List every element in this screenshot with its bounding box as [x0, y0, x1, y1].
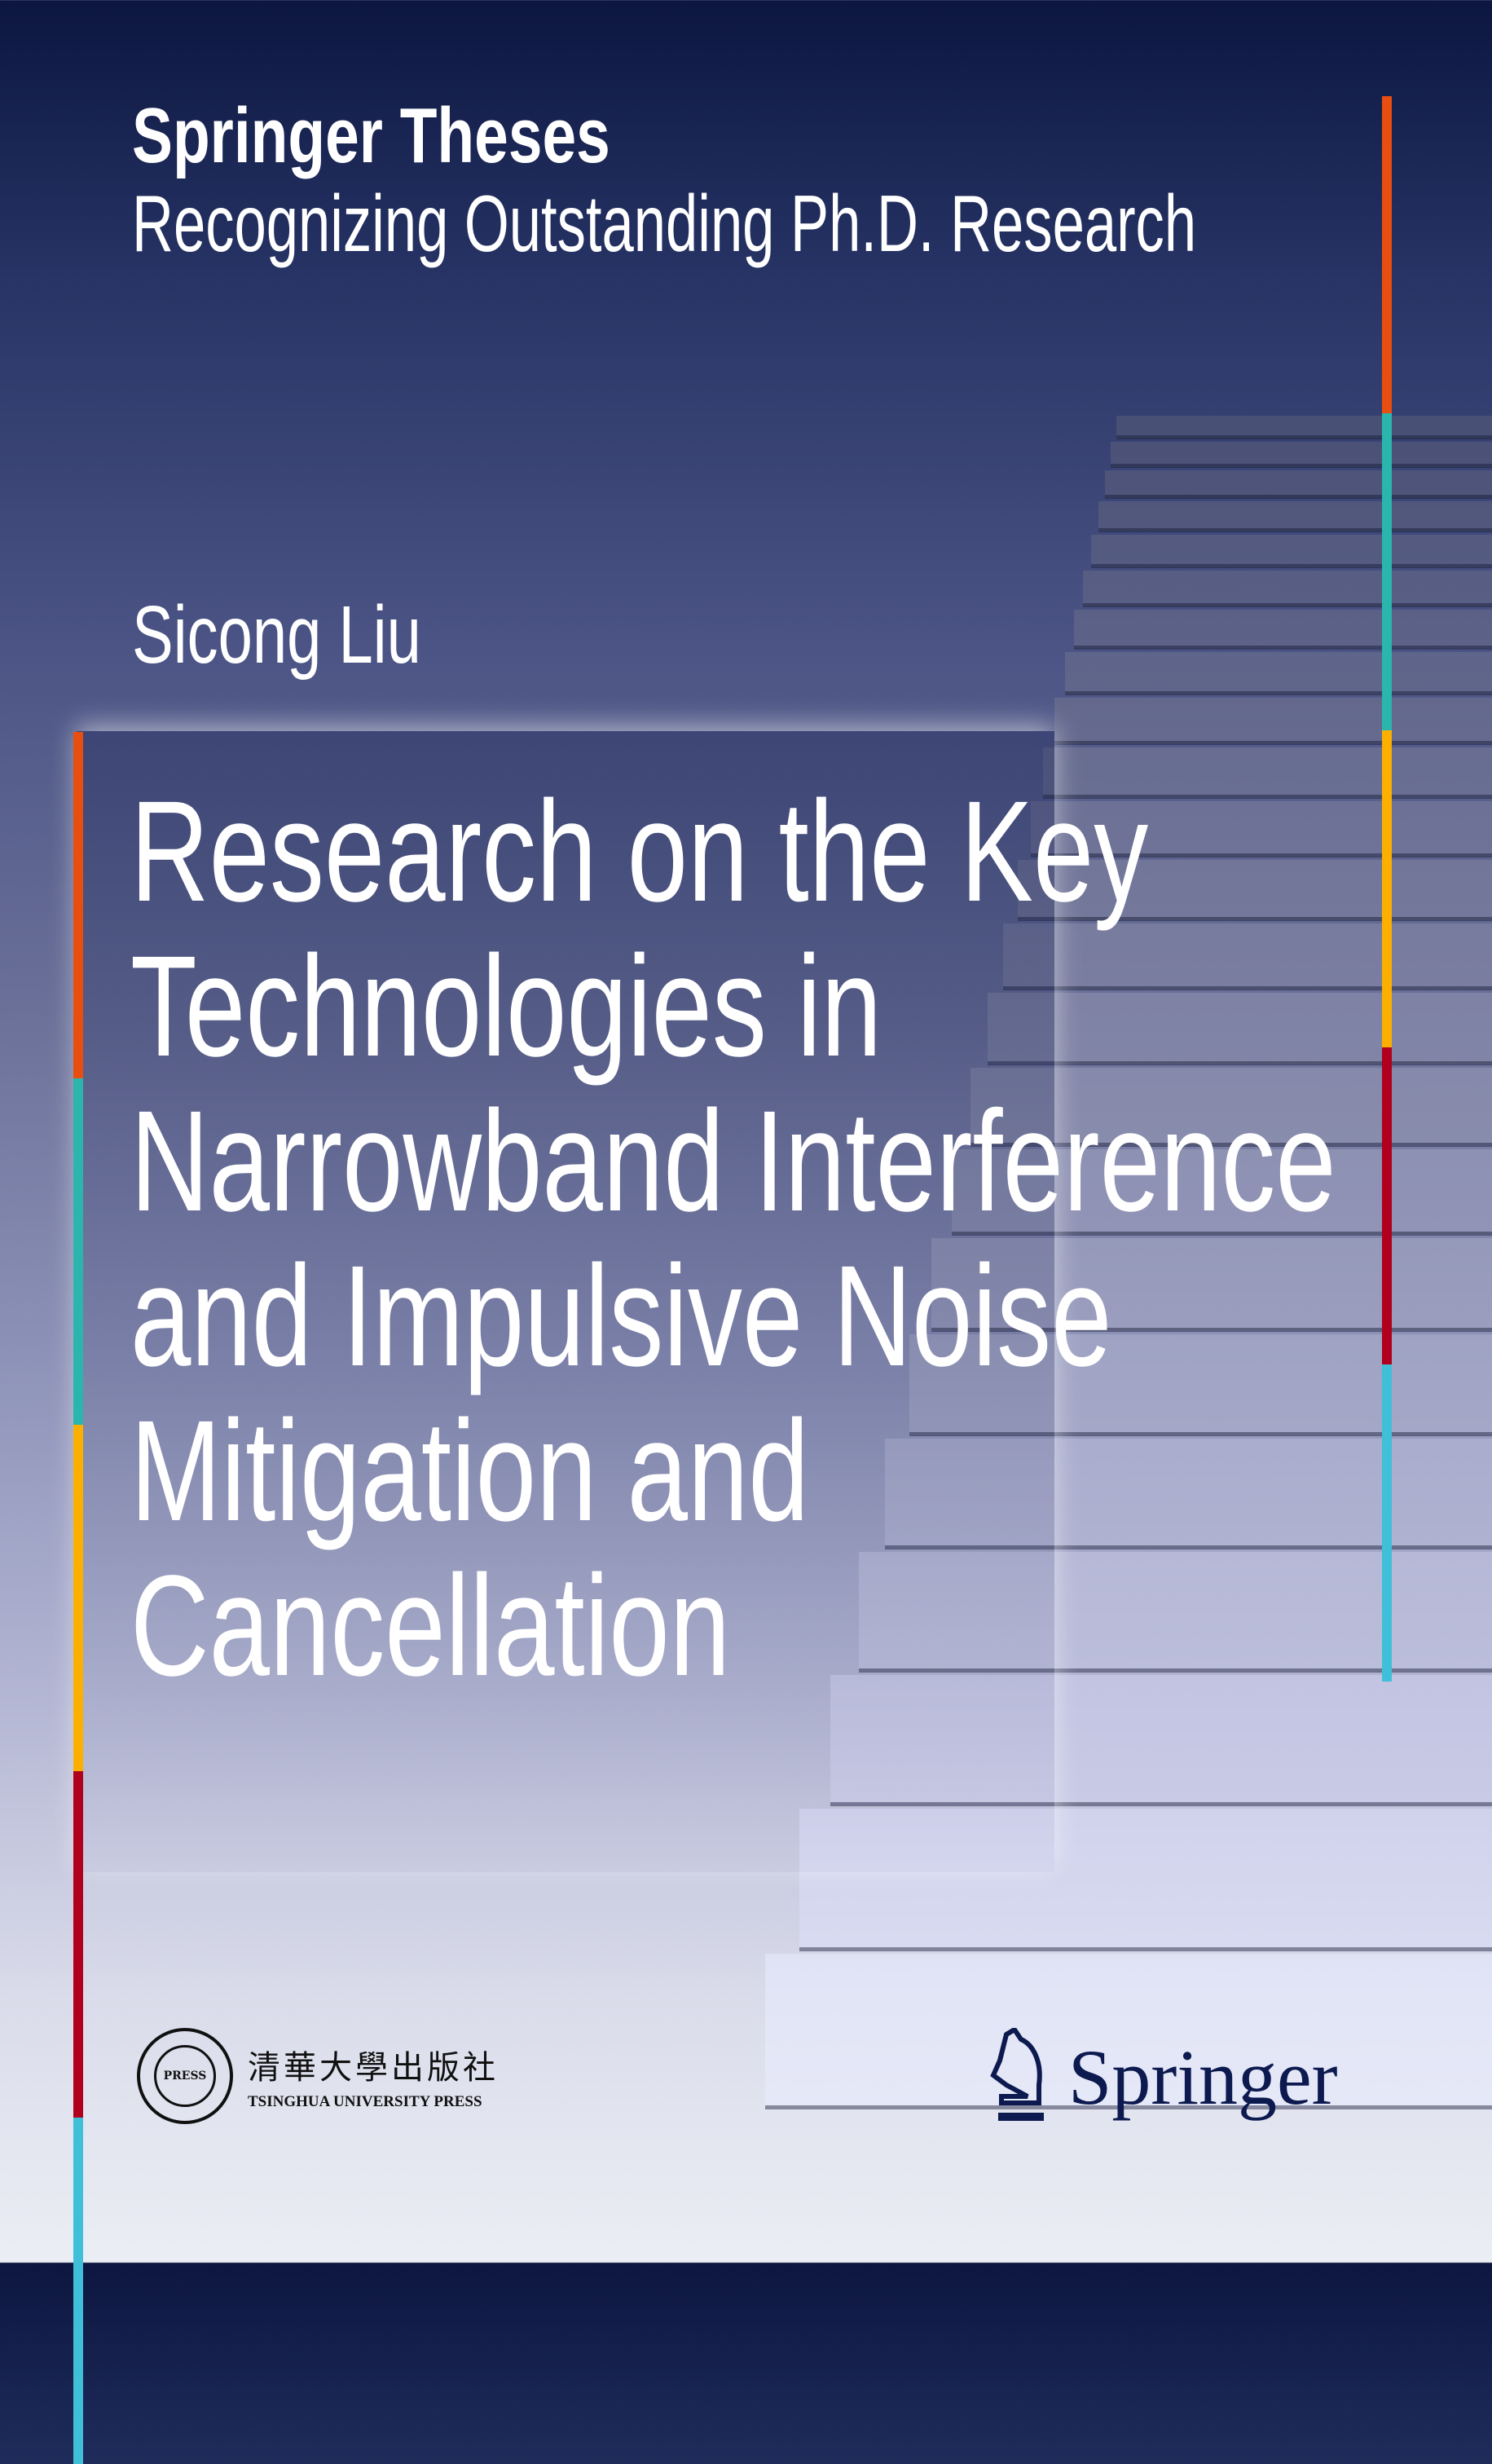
- staircase-illustration: [765, 416, 1492, 2109]
- color-bar-segment: [73, 1078, 83, 1425]
- title-line: Cancellation: [130, 1546, 731, 1706]
- stair-step: [830, 1675, 1492, 1806]
- tsinghua-press-logo: PRESS 清華大學出版社 TSINGHUA UNIVERSITY PRESS: [137, 2028, 499, 2124]
- stair-step: [1018, 860, 1492, 921]
- springer-knight-icon: [990, 2028, 1044, 2121]
- stair-step: [1054, 698, 1492, 745]
- stair-step: [1065, 652, 1492, 695]
- author-name: Sicong Liu: [132, 589, 421, 681]
- tsinghua-english-name: TSINGHUA UNIVERSITY PRESS: [248, 2093, 482, 2110]
- color-bar-segment: [73, 1425, 83, 1771]
- series-tagline: Recognizing Outstanding Ph.D. Research: [132, 179, 1197, 268]
- tsinghua-chinese-name: 清華大學出版社: [248, 2049, 499, 2087]
- color-bar-segment: [1382, 96, 1392, 413]
- book-title: Research on the Key Technologies in Narr…: [130, 774, 1336, 1704]
- stair-step: [1116, 416, 1492, 439]
- title-panel: [77, 731, 1054, 1872]
- color-bar-segment: [73, 2118, 83, 2464]
- title-line: and Impulsive Noise: [130, 1236, 1112, 1396]
- stair-step: [1074, 610, 1492, 650]
- stair-step: [1091, 535, 1492, 568]
- stair-step: [970, 1068, 1492, 1147]
- stair-step: [1083, 571, 1492, 607]
- stair-step: [1105, 470, 1492, 499]
- stair-step: [909, 1334, 1492, 1436]
- stair-step: [931, 1238, 1492, 1332]
- stair-step: [1043, 747, 1492, 799]
- title-line: Research on the Key: [130, 772, 1149, 932]
- tsinghua-seal-icon: PRESS: [137, 2028, 233, 2124]
- springer-logo: Springer: [982, 2028, 1338, 2126]
- color-bar-segment: [73, 1771, 83, 2118]
- title-line: Mitigation and: [130, 1391, 809, 1551]
- color-bar-segment: [1382, 1047, 1392, 1364]
- stair-step: [1111, 442, 1492, 468]
- stair-step: [1098, 501, 1492, 532]
- color-bar-segment: [1382, 730, 1392, 1047]
- stair-step: [952, 1149, 1492, 1236]
- color-bar-segment: [73, 732, 83, 1078]
- color-bar-segment: [1382, 413, 1392, 730]
- springer-wordmark: Springer: [1068, 2033, 1338, 2121]
- title-line: Narrowband Interference: [130, 1082, 1336, 1241]
- color-bar-segment: [1382, 1364, 1392, 1682]
- stair-step: [1003, 923, 1492, 990]
- title-line: Technologies in: [130, 927, 882, 1087]
- series-name: Springer Theses: [132, 92, 610, 179]
- stair-step: [765, 1954, 1492, 2109]
- stair-step: [1031, 801, 1492, 857]
- stair-step: [988, 993, 1492, 1065]
- stair-step: [799, 1809, 1492, 1951]
